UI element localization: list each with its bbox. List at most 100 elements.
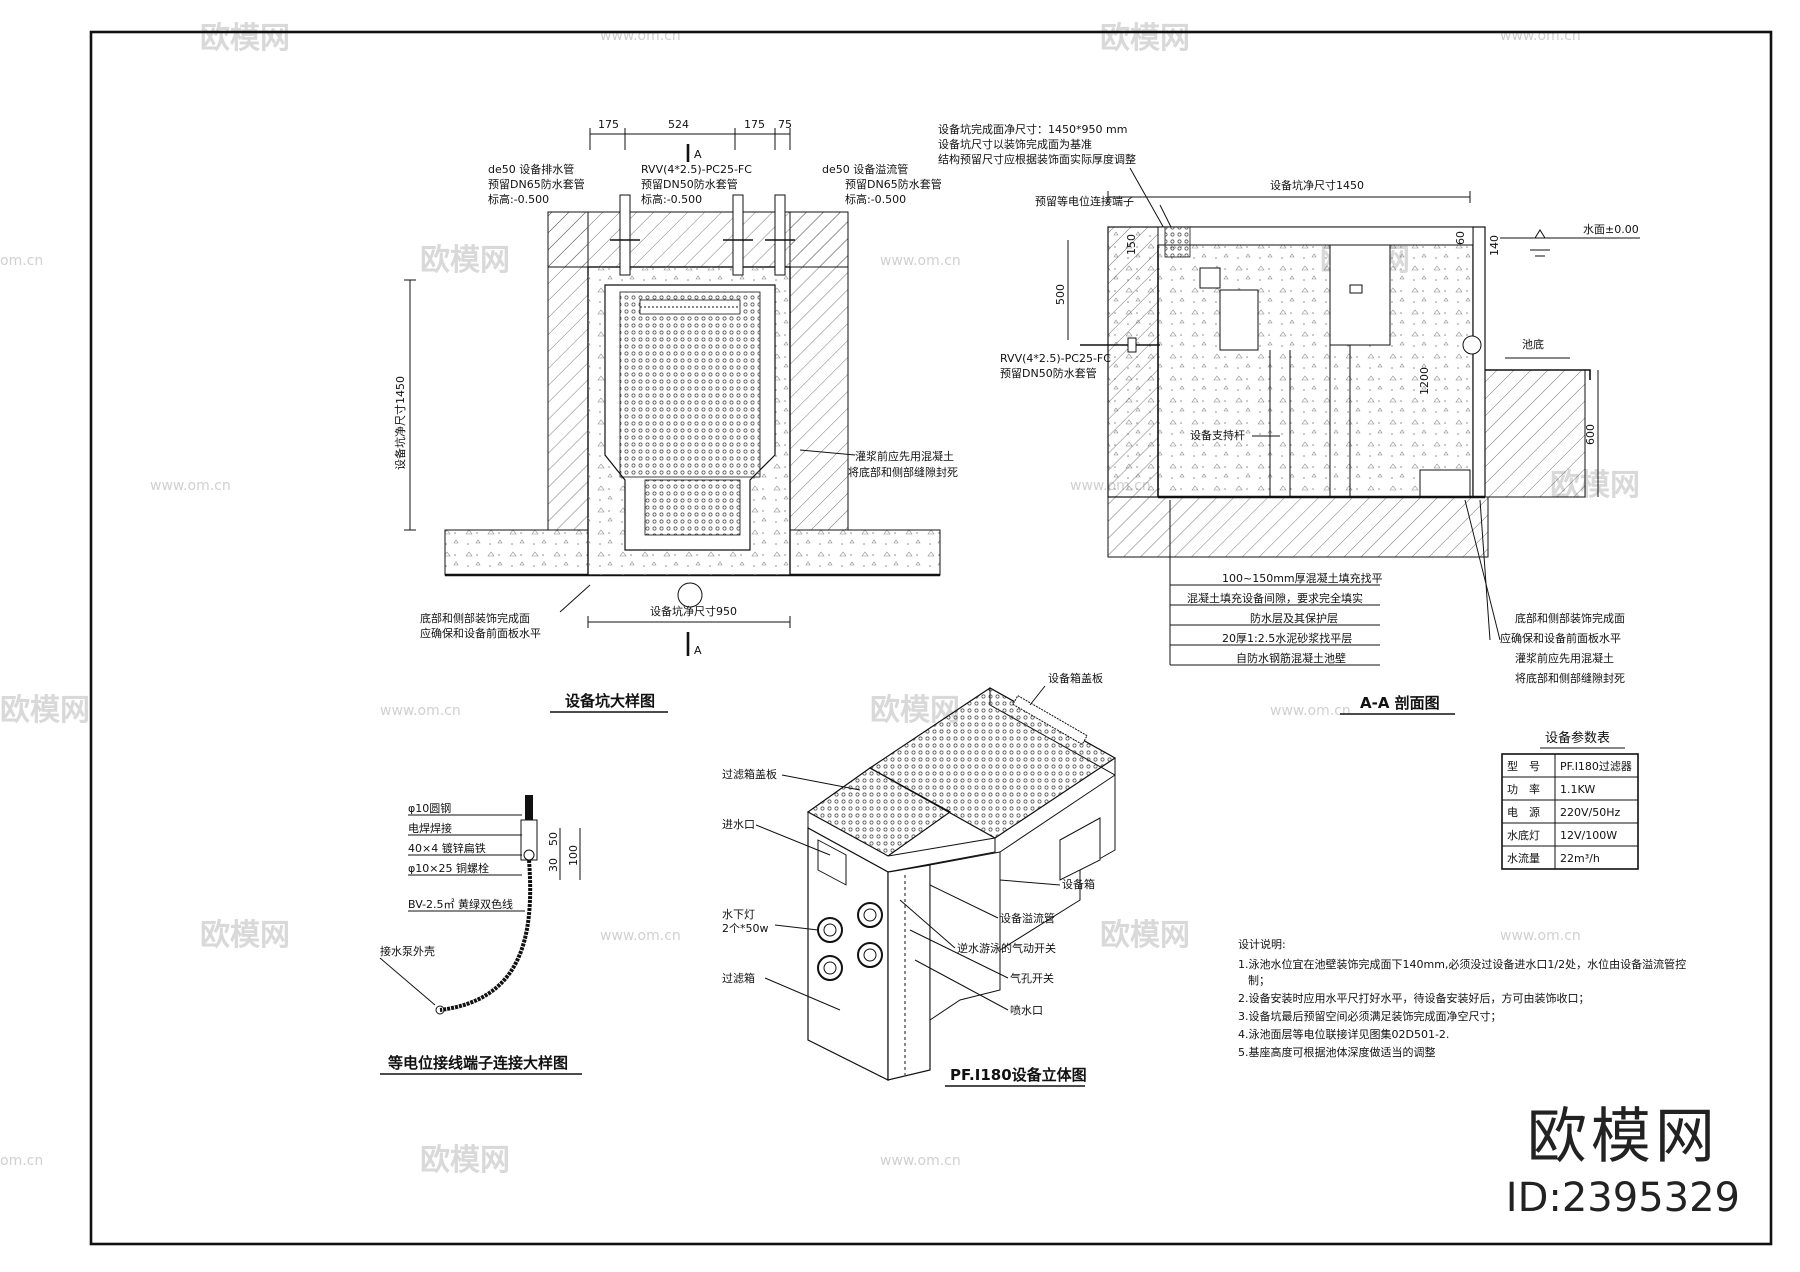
- pipe-label: RVV(4*2.5)-PC25-FC: [641, 163, 752, 176]
- label: 预留等电位连接端子: [1035, 194, 1134, 208]
- model-id: ID:2395329: [1505, 1175, 1740, 1221]
- watermark-text: 欧模网: [420, 243, 510, 278]
- note-text: 底部和侧部装饰完成面: [1515, 611, 1625, 625]
- pipe-label: 预留DN50防水套管: [641, 177, 738, 191]
- watermark-text: 欧模网: [0, 693, 90, 728]
- note-item: 2.设备安装时应用水平尺打好水平，待设备安装好后，方可由装饰收口；: [1238, 991, 1590, 1005]
- section-mark: A: [694, 148, 702, 161]
- note-text: 灌浆前应先用混凝土: [855, 449, 954, 463]
- table-cell: 型 号: [1507, 759, 1540, 773]
- note-text: 应确保和设备前面板水平: [420, 626, 541, 640]
- layer-note: 防水层及其保护层: [1250, 611, 1338, 625]
- note-text: 结构预留尺寸应根据装饰面实际厚度调整: [938, 152, 1136, 166]
- brand-name: 欧模网: [1526, 1102, 1719, 1172]
- table-title: 设备参数表: [1545, 730, 1610, 746]
- label: φ10×25 铜螺栓: [408, 861, 489, 875]
- label: 设备支持杆: [1190, 428, 1245, 442]
- pipe-label: 标高:-0.500: [488, 192, 549, 206]
- dim-label: 175: [744, 118, 765, 131]
- label: 2个*50w: [722, 922, 769, 935]
- dim-label: 600: [1584, 424, 1597, 445]
- watermark-text: 欧模网: [200, 21, 290, 56]
- iso-equipment: 设备箱盖板 过滤箱盖板 进水口 水下灯 2个*50w 过滤箱 设备箱 设备溢流管…: [722, 671, 1117, 1087]
- label: 逆水游泳的气动开关: [957, 941, 1056, 955]
- label: 水下灯: [722, 908, 755, 921]
- pipe-label: de50 设备溢流管: [822, 162, 908, 176]
- dim-label: 500: [1054, 284, 1067, 305]
- dim-label: 设备坑净尺寸950: [650, 604, 737, 618]
- dim-label: 524: [668, 118, 689, 131]
- table-cell: 电 源: [1507, 805, 1540, 819]
- label: 水面±0.00: [1583, 223, 1639, 236]
- table-cell: 1.1KW: [1560, 783, 1595, 796]
- label: RVV(4*2.5)-PC25-FC: [1000, 352, 1111, 365]
- label: 过滤箱: [722, 971, 755, 985]
- watermark-url: www.om.cn: [150, 478, 231, 494]
- watermark-url: www.om.cn: [1500, 928, 1581, 944]
- label: 进水口: [722, 818, 755, 831]
- watermark-url: om.cn: [0, 1153, 43, 1169]
- note-item: 制；: [1248, 974, 1270, 987]
- pipe-label: 预留DN65防水套管: [488, 177, 585, 191]
- label: 预留DN50防水套管: [1000, 366, 1097, 380]
- pit-plan: 175 524 175 75 A de50 设备排水管 预留DN65: [393, 118, 958, 713]
- dim-label: 30: [547, 858, 560, 872]
- layer-note: 自防水钢筋混凝土池壁: [1236, 651, 1346, 665]
- section-mark: A: [694, 644, 702, 657]
- table-cell: 功 率: [1507, 782, 1540, 796]
- label: 40×4 镀锌扁铁: [408, 841, 486, 855]
- note-text: 应确保和设备前面板水平: [1500, 631, 1621, 645]
- pipe-label: 标高:-0.500: [641, 192, 702, 206]
- dim-label: 175: [598, 118, 619, 131]
- label: 设备箱: [1062, 877, 1095, 891]
- label: BV-2.5㎡ 黄绿双色线: [408, 897, 513, 911]
- watermark-url: www.om.cn: [600, 28, 681, 44]
- watermark-text: 欧模网: [1100, 918, 1190, 953]
- watermark-url: www.om.cn: [880, 253, 961, 269]
- table-cell: 水底灯: [1507, 828, 1540, 842]
- label: 电焊焊接: [408, 821, 452, 835]
- table-cell: 12V/100W: [1560, 829, 1617, 842]
- drawing-title: 等电位接线端子连接大样图: [388, 1054, 568, 1072]
- pipe-label: 预留DN65防水套管: [845, 177, 942, 191]
- dim-label: 60: [1454, 231, 1467, 245]
- bonding-detail: 50 30 100 φ10圆钢 电焊焊接 40×4 镀锌扁铁 φ10×25 铜螺…: [379, 795, 582, 1075]
- notes-title: 设计说明:: [1238, 937, 1286, 951]
- watermark-text: 欧模网: [200, 918, 290, 953]
- watermark-text: 欧模网: [1100, 21, 1190, 56]
- watermark-url: www.om.cn: [1270, 703, 1351, 719]
- layer-note: 100~150mm厚混凝土填充找平: [1222, 571, 1383, 585]
- drawing-title: 设备坑大样图: [565, 692, 655, 710]
- note-text: 灌浆前应先用混凝土: [1515, 651, 1614, 665]
- section-aa: 设备坑完成面净尺寸：1450*950 mm 设备坑尺寸以装饰完成面为基准 结构预…: [938, 122, 1640, 715]
- dim-label: 设备坑净尺寸1450: [1270, 178, 1364, 192]
- label: 池底: [1522, 337, 1544, 351]
- dim-label: 100: [567, 845, 580, 866]
- label: 设备溢流管: [1000, 911, 1055, 925]
- label: 气孔开关: [1010, 971, 1054, 985]
- watermark-url: www.om.cn: [600, 928, 681, 944]
- dim-label: 设备坑净尺寸1450: [393, 376, 407, 470]
- note-item: 4.泳池面层等电位联接详见图集02D501-2.: [1238, 1027, 1449, 1041]
- label: 过滤箱盖板: [722, 767, 777, 781]
- note-text: 将底部和侧部缝隙封死: [848, 465, 958, 479]
- label: 设备箱盖板: [1048, 671, 1103, 685]
- note-text: 底部和侧部装饰完成面: [420, 611, 530, 625]
- layer-note: 混凝土填充设备间隙，要求完全填实: [1187, 591, 1363, 605]
- watermark-url: www.om.cn: [1500, 28, 1581, 44]
- dim-label: 75: [778, 118, 792, 131]
- watermark-url: www.om.cn: [380, 703, 461, 719]
- note-text: 设备坑完成面净尺寸：1450*950 mm: [938, 122, 1127, 136]
- brand-block: 欧模网 ID:2395329: [1506, 1088, 1740, 1221]
- layer-note: 20厚1:2.5水泥砂浆找平层: [1222, 631, 1352, 645]
- drawing-title: PF.I180设备立体图: [950, 1066, 1087, 1084]
- label: 喷水口: [1010, 1004, 1043, 1017]
- label: 接水泵外壳: [380, 944, 435, 958]
- drawing-title: A-A 剖面图: [1360, 694, 1440, 712]
- pipe-label: 标高:-0.500: [845, 192, 906, 206]
- sheet-border: [89, 30, 1773, 1246]
- note-text: 设备坑尺寸以装饰完成面为基准: [938, 137, 1092, 151]
- table-cell: 22m³/h: [1560, 852, 1600, 865]
- table-cell: PF.I180过滤器: [1560, 760, 1632, 773]
